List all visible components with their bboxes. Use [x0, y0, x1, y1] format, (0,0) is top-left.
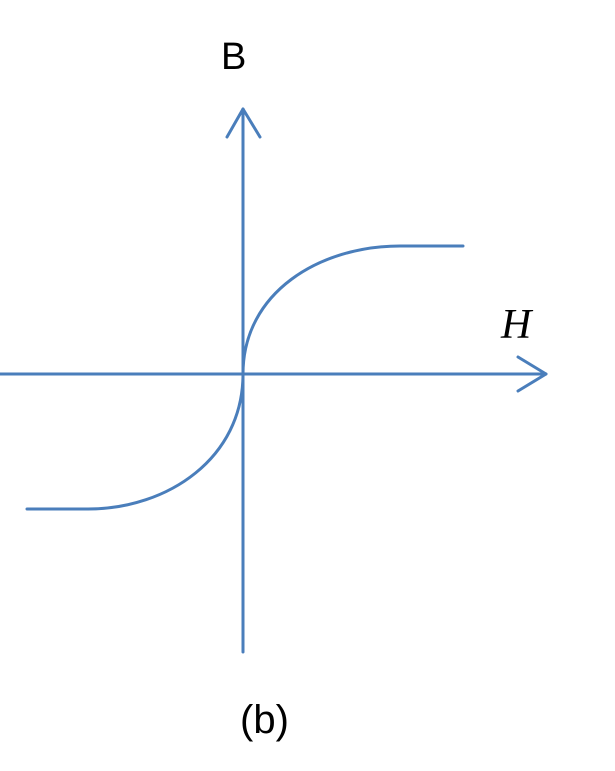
figure-caption: (b) — [240, 698, 289, 742]
y-axis-arrowhead — [225, 107, 262, 139]
x-axis-label: H — [501, 302, 532, 348]
x-axis-arrowhead — [516, 355, 548, 393]
magnetization-curve-positive — [241, 244, 465, 376]
y-axis-label: B — [221, 36, 247, 78]
magnetization-curve-negative — [25, 372, 245, 511]
